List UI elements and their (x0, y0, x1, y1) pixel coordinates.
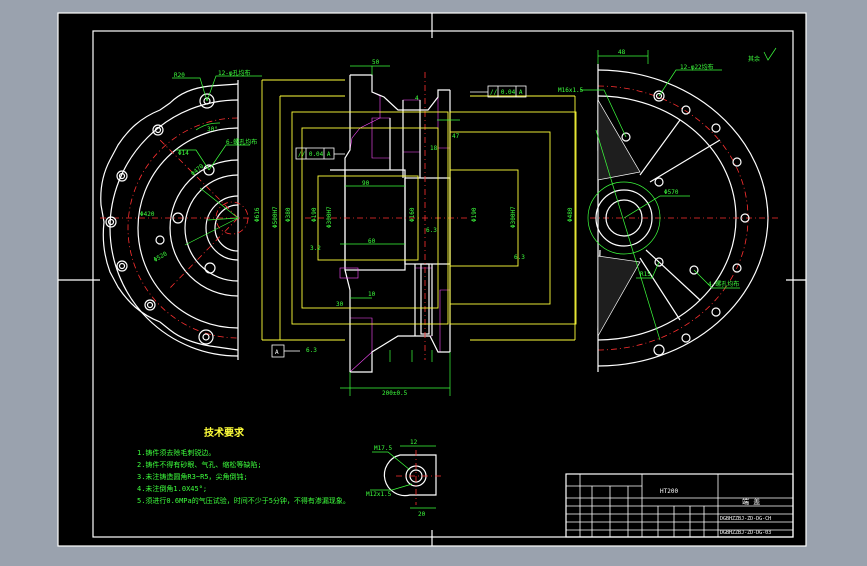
tech-req-item-1: 1.铸件须去除毛刺锐边。 (137, 448, 215, 457)
dim-90: 90 (362, 180, 370, 187)
dim-d616: Φ616 (254, 207, 261, 222)
roughness-6.3-c: 6.3 (306, 347, 317, 354)
dim-12-holes: 12-φ孔均布 (218, 69, 250, 77)
dim-4: 4 (415, 95, 419, 102)
roughness-6.3-b: 6.3 (514, 254, 525, 261)
dim-48: 48 (618, 49, 626, 56)
title-material: HT200 (660, 488, 678, 495)
section-view: 50 // 0.04 A // 0.04 A 4 47 18 90 60 30 … (254, 59, 577, 397)
dim-d190-a: Φ190 (311, 207, 318, 222)
tech-req-item-5: 5.须进行0.6MPa的气压试验，时间不少于5分钟，不得有渗漏现象。 (137, 496, 350, 505)
dim-d380: Φ380 (285, 207, 292, 222)
dim-m12: M12x1.5 (366, 491, 392, 498)
dim-12-d22: 12-φ22均布 (680, 63, 714, 71)
dim-d420: Φ420 (140, 211, 155, 218)
dim-m16: M16x1.5 (558, 87, 584, 94)
dim-d300h7-a: Φ300H7 (326, 206, 333, 228)
dim-d500h7: Φ500H7 (272, 206, 279, 228)
dim-60: 60 (368, 238, 376, 245)
dim-4-holes: 4-螺孔均布 (708, 280, 739, 288)
detail-view: M17.5 12 M12x1.5 20 (366, 439, 442, 518)
tech-req-item-2: 2.铸件不得有砂眼、气孔、缩松等缺陷; (137, 460, 262, 469)
roughness-note-text: 其余 (748, 55, 760, 63)
dim-d160: Φ160 (409, 207, 416, 222)
dim-d190-b: Φ190 (471, 207, 478, 222)
dim-width: 200±0.5 (382, 390, 408, 397)
dim-detail-12: 12 (410, 439, 418, 446)
dim-detail-20: 20 (418, 511, 426, 518)
tol-frame-1: // 0.04 A (490, 89, 523, 96)
dim-d14: Φ14 (178, 150, 189, 157)
title-part-name: 端 盖 (742, 497, 760, 506)
tech-req-title: 技术要求 (204, 426, 245, 439)
roughness-3.2: 3.2 (310, 245, 321, 252)
general-roughness-note: 其余 (748, 47, 777, 63)
title-code-1: DGBHZZBJ-ZD-DG-CH (720, 516, 771, 522)
tol-frame-2: // 0.04 A (298, 151, 331, 158)
dim-d480: Φ480 (567, 207, 574, 222)
dim-6-holes: 6-螺孔均布 (226, 138, 257, 146)
right-half-view: M16x1.5 48 12-φ22均布 Φ570 R15 4-螺孔均布 (558, 49, 780, 372)
dim-r15: R15 (640, 271, 651, 278)
dim-50: 50 (372, 59, 380, 66)
dim-d300h7-b: Φ300H7 (510, 206, 517, 228)
title-code-2: DGBHZZBJ-ZD-DG-03 (720, 530, 771, 536)
drawing-frame (92, 30, 794, 538)
dim-m17-5: M17.5 (374, 445, 392, 452)
roughness-6.3-a: 6.3 (426, 227, 437, 234)
dim-r20: R20 (174, 72, 185, 79)
dim-18: 18 (430, 145, 438, 152)
title-block: HT200 端 盖 DGBHZZBJ-ZD-DG-CH DGBHZZBJ-ZD-… (565, 473, 794, 538)
dim-30deg: 30° (207, 126, 218, 133)
dim-d570: Φ570 (664, 189, 679, 196)
left-half-view: R20 12-φ孔均布 Φ14 6-螺孔均布 30° Φ470 Φ420 Φ52… (100, 69, 262, 360)
technical-requirements: 技术要求 1.铸件须去除毛刺锐边。 2.铸件不得有砂眼、气孔、缩松等缺陷; 3.… (137, 426, 350, 505)
dim-47: 47 (452, 133, 460, 140)
dim-10: 10 (368, 291, 376, 298)
datum-a: A (275, 349, 279, 356)
dim-30: 30 (336, 301, 344, 308)
tech-req-item-3: 3.未注铸造圆角R3~R5，尖角倒钝; (137, 472, 248, 481)
tech-req-item-4: 4.未注倒角1.0X45°; (137, 484, 207, 493)
